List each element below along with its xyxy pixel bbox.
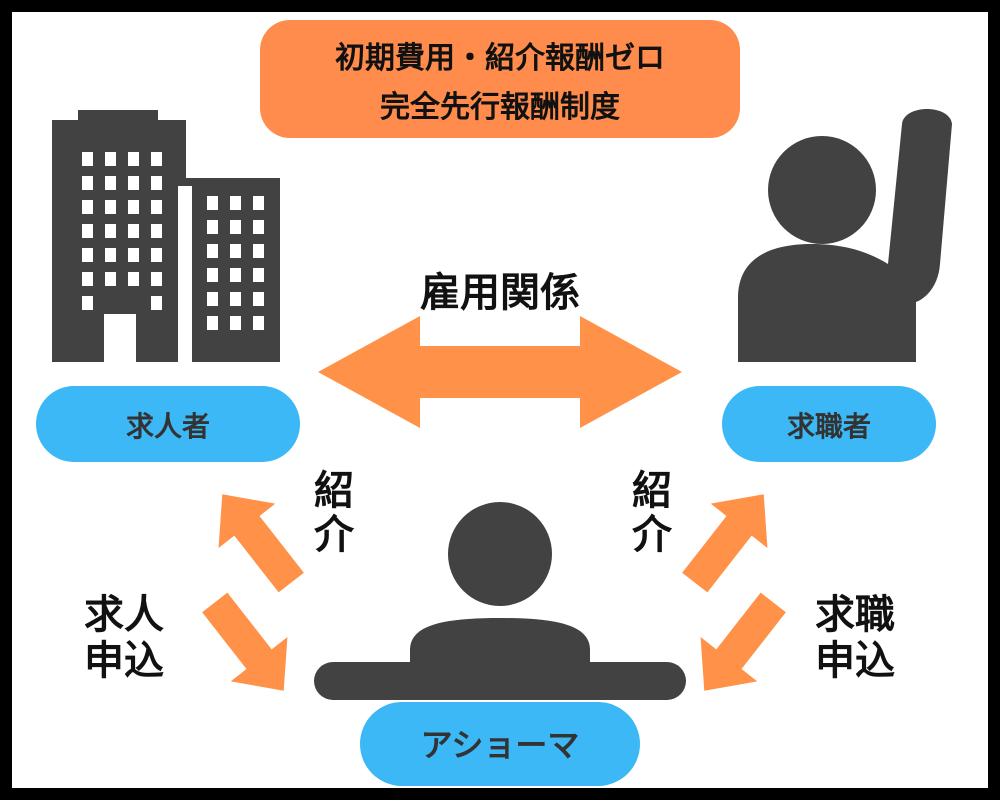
left-introduce-label: 紹介 <box>314 468 355 558</box>
left-apply-label: 求人申込 <box>84 592 164 684</box>
window <box>230 196 241 210</box>
right-introduce-label: 紹介 <box>632 468 673 558</box>
label-line: 介 <box>632 512 673 558</box>
label-line: 介 <box>314 512 355 558</box>
window <box>151 152 162 166</box>
banner-box <box>260 20 740 138</box>
window <box>105 248 116 262</box>
window <box>207 196 218 210</box>
person-body <box>738 109 952 362</box>
window <box>207 220 218 234</box>
arrow-introduce-to-employer <box>218 494 304 593</box>
building-silhouette <box>52 110 280 362</box>
label-line: 求人 <box>84 592 164 638</box>
agency-pill: アショーマ <box>360 702 640 786</box>
window <box>151 272 162 286</box>
label-line: 申込 <box>84 638 164 684</box>
window <box>253 220 264 234</box>
person-head <box>768 136 876 244</box>
window <box>253 244 264 258</box>
window <box>151 224 162 238</box>
label-line: 紹 <box>632 468 672 514</box>
label-line: 申込 <box>815 638 895 684</box>
window <box>82 176 93 190</box>
window <box>105 224 116 238</box>
window <box>151 296 162 310</box>
person-raising-hand-icon <box>738 109 952 362</box>
agency-pill-box <box>360 702 640 786</box>
window <box>207 244 218 258</box>
person-open-arms-icon <box>314 502 686 700</box>
window <box>151 248 162 262</box>
window <box>151 176 162 190</box>
job-seeker-pill: 求職者 <box>722 386 936 462</box>
flow-arrows <box>202 494 786 691</box>
window <box>253 196 264 210</box>
office-buildings-icon <box>52 110 280 362</box>
window <box>128 176 139 190</box>
window <box>253 292 264 306</box>
window <box>151 200 162 214</box>
window <box>253 316 264 330</box>
employment-relationship-arrow: 雇用関係 <box>318 270 682 428</box>
arrow-seeker-apply <box>700 592 786 691</box>
window <box>82 200 93 214</box>
short-building-windows <box>207 196 264 330</box>
employer-pill-box <box>36 386 300 462</box>
window <box>82 248 93 262</box>
banner-line-2: 完全先行報酬制度 <box>380 90 620 125</box>
tall-building-windows <box>82 152 162 310</box>
window <box>128 272 139 286</box>
window <box>105 200 116 214</box>
agency-label: アショーマ <box>421 726 580 764</box>
window <box>230 244 241 258</box>
window <box>253 268 264 282</box>
banner: 初期費用・紹介報酬ゼロ 完全先行報酬制度 <box>260 20 740 138</box>
double-arrow-shape <box>318 316 682 428</box>
window <box>207 268 218 282</box>
right-apply-label: 求職申込 <box>815 592 895 684</box>
window <box>230 268 241 282</box>
window <box>82 152 93 166</box>
window <box>82 272 93 286</box>
window <box>105 272 116 286</box>
window <box>105 152 116 166</box>
arrow-employer-apply <box>202 592 288 691</box>
window <box>230 292 241 306</box>
window <box>230 316 241 330</box>
window <box>230 220 241 234</box>
employer-pill: 求人者 <box>36 386 300 462</box>
job-seeker-label: 求職者 <box>787 410 871 443</box>
window <box>128 152 139 166</box>
label-line: 紹 <box>314 468 354 514</box>
relationship-label: 雇用関係 <box>420 270 580 316</box>
window <box>207 316 218 330</box>
window <box>207 292 218 306</box>
banner-line-1: 初期費用・紹介報酬ゼロ <box>335 41 665 76</box>
window <box>82 224 93 238</box>
window <box>105 176 116 190</box>
window <box>128 200 139 214</box>
window <box>128 248 139 262</box>
label-line: 求職 <box>815 592 895 638</box>
job-seeker-pill-box <box>722 386 936 462</box>
window <box>82 296 93 310</box>
employer-label: 求人者 <box>126 410 210 443</box>
window <box>128 224 139 238</box>
agent-head <box>448 502 552 606</box>
agent-arms <box>314 662 686 700</box>
arrow-introduce-to-seeker <box>682 494 768 593</box>
